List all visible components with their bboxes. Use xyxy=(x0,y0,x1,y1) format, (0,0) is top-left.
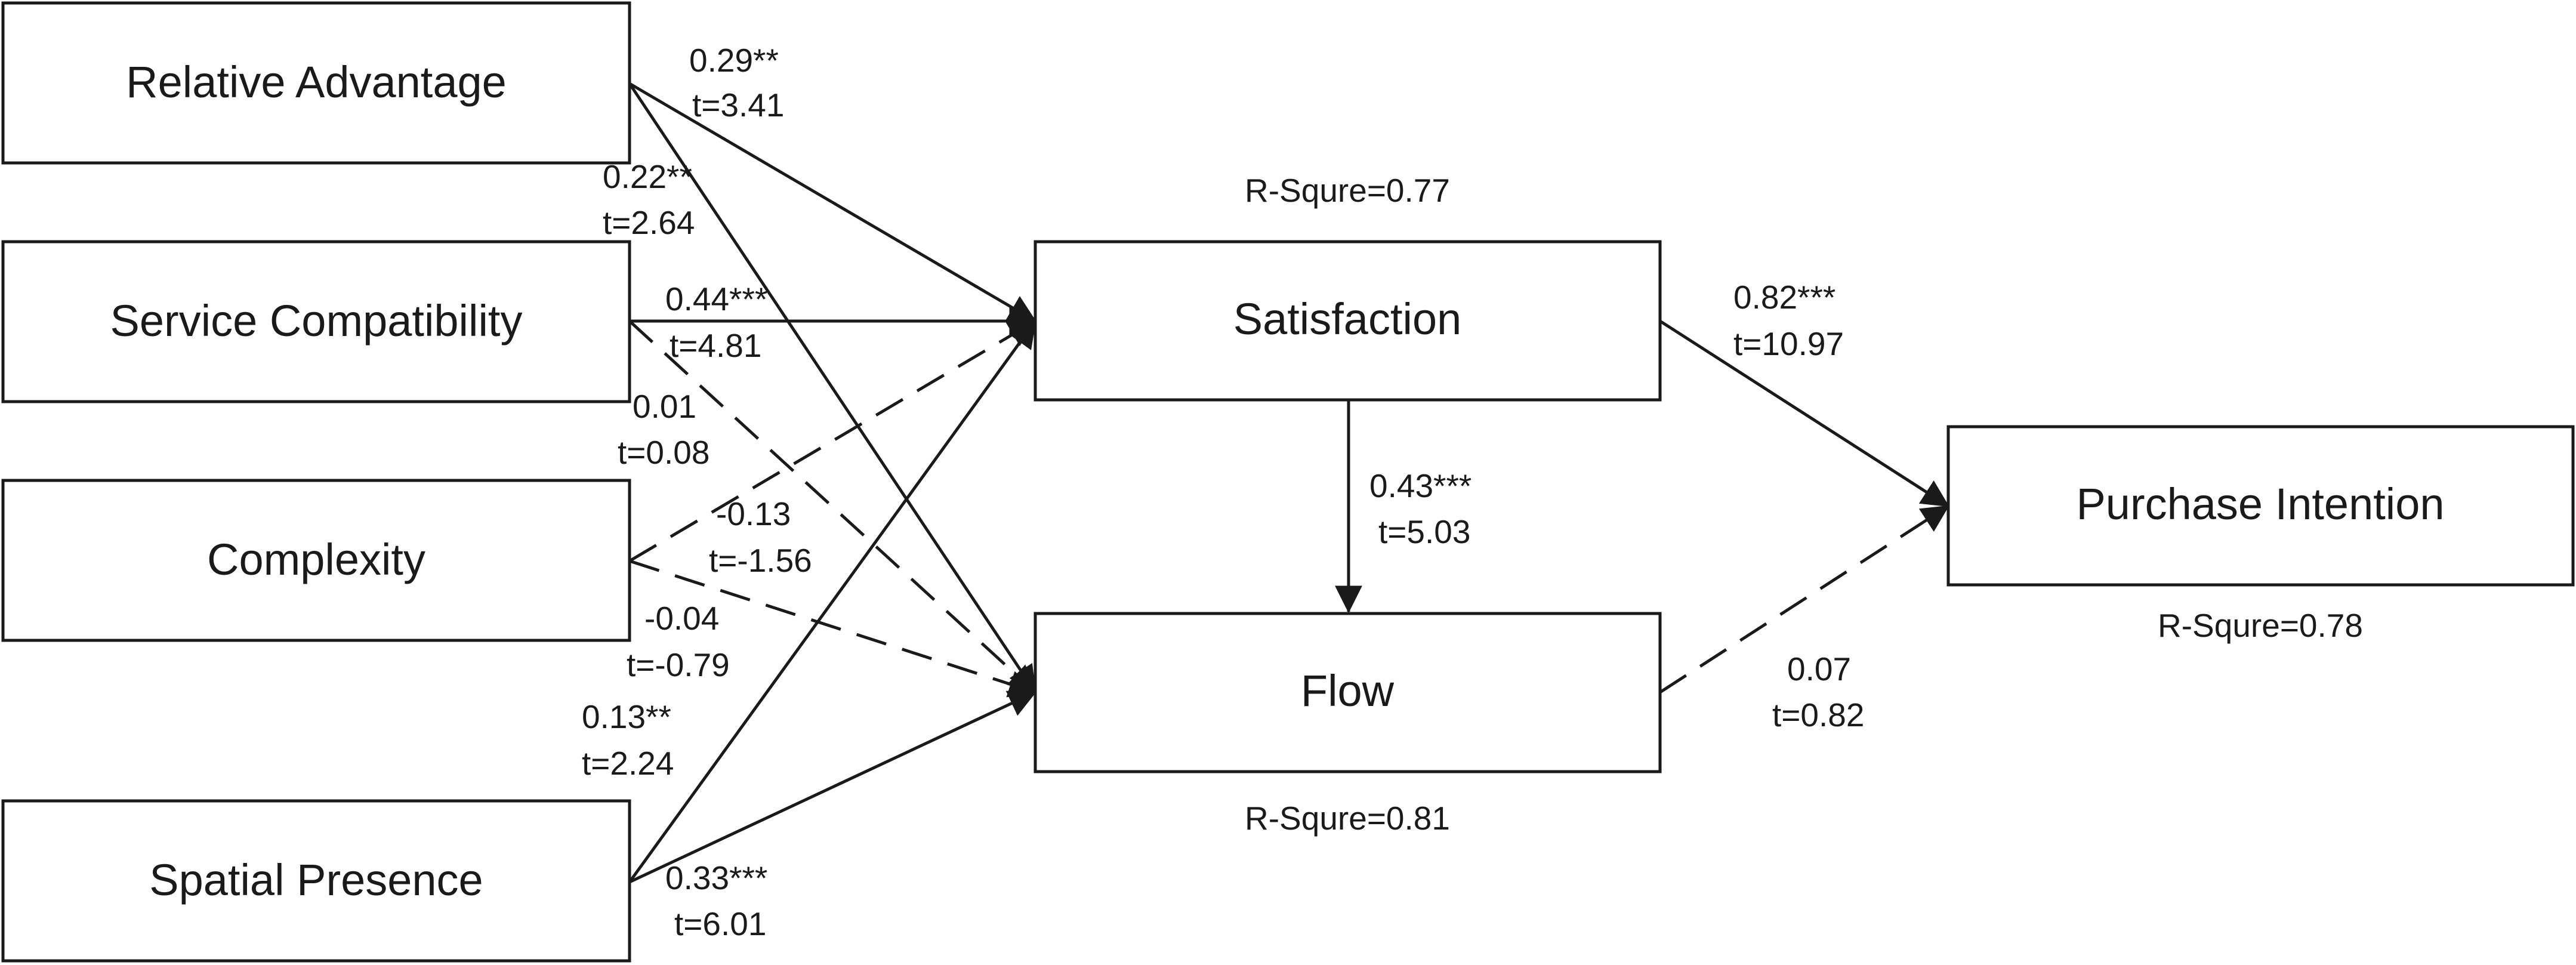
t-value: t=2.64 xyxy=(603,204,695,241)
node-spatial-presence: Spatial Presence xyxy=(1,799,631,963)
coefficient: 0.44*** xyxy=(665,280,767,317)
coefficient: 0.13** xyxy=(582,698,671,735)
t-value: t=10.97 xyxy=(1733,325,1844,362)
coefficient: 0.43*** xyxy=(1369,467,1471,504)
path-arrow-satisfaction-to-purchase-intention xyxy=(1659,319,1949,508)
t-value: t=0.82 xyxy=(1772,696,1864,733)
node-relative-advantage: Relative Advantage xyxy=(1,1,631,165)
coefficient: -0.13 xyxy=(716,495,791,532)
coefficient: 0.82*** xyxy=(1733,279,1835,316)
coefficient: 0.07 xyxy=(1787,650,1851,687)
node-service-compatibility: Service Compatibility xyxy=(1,240,631,403)
node-flow: Flow xyxy=(1034,612,1662,773)
coefficient: 0.29** xyxy=(689,42,779,79)
t-value: t=5.03 xyxy=(1378,513,1470,550)
t-value: t=2.24 xyxy=(582,745,674,782)
t-value: t=-1.56 xyxy=(709,542,812,579)
path-arrow-service-compatibility-to-flow xyxy=(628,320,1036,693)
node-label: Flow xyxy=(1301,666,1395,716)
node-purchase-intention: Purchase Intention xyxy=(1946,425,2575,587)
node-box xyxy=(1946,425,2575,587)
path-arrow-flow-to-purchase-intention xyxy=(1659,504,1949,694)
node-label: Spatial Presence xyxy=(149,855,483,905)
path-arrow-complexity-to-flow xyxy=(629,559,1037,698)
path-label-complexity-to-flow: -0.04 t=-0.79 xyxy=(627,600,730,683)
node-label: Relative Advantage xyxy=(126,57,507,107)
coefficient: 0.22** xyxy=(603,158,692,195)
r-squared-flow: R-Squre=0.81 xyxy=(1245,800,1450,837)
path-label-flow-to-purchase-intention: 0.07 t=0.82 xyxy=(1772,650,1864,733)
path-label-relative-advantage-to-satisfaction: 0.29** t=3.41 xyxy=(689,42,784,124)
node-label: Service Compatibility xyxy=(110,296,523,346)
path-arrow-relative-advantage-to-satisfaction xyxy=(628,82,1036,323)
t-value: t=4.81 xyxy=(670,327,761,364)
coefficient: 0.33*** xyxy=(665,859,767,896)
t-value: t=0.08 xyxy=(618,434,709,471)
node-label: Satisfaction xyxy=(1233,294,1462,344)
node-box xyxy=(1034,612,1662,773)
node-complexity: Complexity xyxy=(1,479,631,642)
r-squared-satisfaction: R-Squre=0.77 xyxy=(1245,172,1450,209)
path-label-complexity-to-satisfaction: -0.13 t=-1.56 xyxy=(709,495,812,579)
path-label-service-compatibility-to-satisfaction: 0.44*** t=4.81 xyxy=(665,280,767,364)
node-label: Purchase Intention xyxy=(2076,479,2444,529)
path-arrows xyxy=(628,82,1949,884)
node-box xyxy=(1,479,631,642)
path-arrow-complexity-to-satisfaction xyxy=(628,319,1036,563)
node-box xyxy=(1,799,631,963)
path-label-satisfaction-to-purchase-intention: 0.82*** t=10.97 xyxy=(1733,279,1844,362)
t-value: t=3.41 xyxy=(692,87,784,124)
path-arrow-spatial-presence-to-satisfaction xyxy=(628,320,1037,883)
node-label: Complexity xyxy=(207,535,425,584)
coefficient: 0.01 xyxy=(633,388,696,425)
t-value: t=6.01 xyxy=(674,905,766,942)
node-box xyxy=(1034,240,1662,402)
path-arrow-spatial-presence-to-flow xyxy=(628,690,1037,884)
path-label-service-compatibility-to-flow: 0.01 t=0.08 xyxy=(618,388,709,471)
node-box xyxy=(1,1,631,165)
node-satisfaction: Satisfaction xyxy=(1034,240,1662,402)
node-box xyxy=(1,240,631,403)
path-label-relative-advantage-to-flow: 0.22** t=2.64 xyxy=(603,158,695,241)
path-label-spatial-presence-to-flow: 0.33*** t=6.01 xyxy=(665,859,767,942)
path-label-spatial-presence-to-satisfaction: 0.13** t=2.24 xyxy=(582,698,674,782)
coefficient: -0.04 xyxy=(644,600,719,637)
path-arrow-relative-advantage-to-flow xyxy=(628,82,1037,693)
r-squared-purchase-intention: R-Squre=0.78 xyxy=(2158,607,2363,644)
t-value: t=-0.79 xyxy=(627,646,730,683)
path-label-satisfaction-to-flow: 0.43*** t=5.03 xyxy=(1369,467,1471,550)
